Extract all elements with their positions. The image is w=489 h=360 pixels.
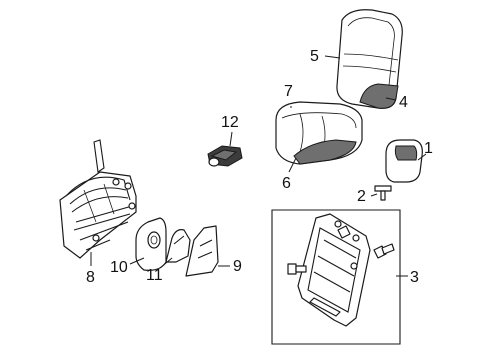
seat-cushion (275, 101, 363, 165)
frame-bolt-left (287, 263, 307, 275)
side-panel (185, 225, 219, 277)
callout-2: 2 (357, 188, 366, 205)
trim-bracket (165, 229, 191, 263)
headrest (385, 139, 423, 183)
frame-bolt-right (373, 243, 395, 259)
callout-3: 3 (410, 269, 419, 286)
callout-9: 9 (233, 258, 242, 275)
callout-6: 6 (282, 175, 291, 192)
callout-10: 10 (110, 259, 128, 276)
side-cover (135, 217, 167, 271)
callout-4: 4 (399, 94, 408, 111)
callout-5: 5 (310, 48, 319, 65)
seat-back-cushion (336, 9, 403, 109)
frame-assembly-box (271, 209, 401, 345)
callout-11: 11 (146, 267, 163, 284)
callout-7: 7 (284, 83, 293, 100)
callout-1: 1 (424, 140, 433, 157)
frame-pin (309, 297, 341, 317)
callout-12: 12 (221, 114, 239, 131)
small-bolt (374, 185, 392, 201)
seat-frame (59, 139, 137, 259)
leader-lines (90, 55, 427, 277)
callout-8: 8 (86, 269, 95, 286)
switch-unit (207, 145, 243, 167)
backrest-frame (297, 213, 371, 327)
